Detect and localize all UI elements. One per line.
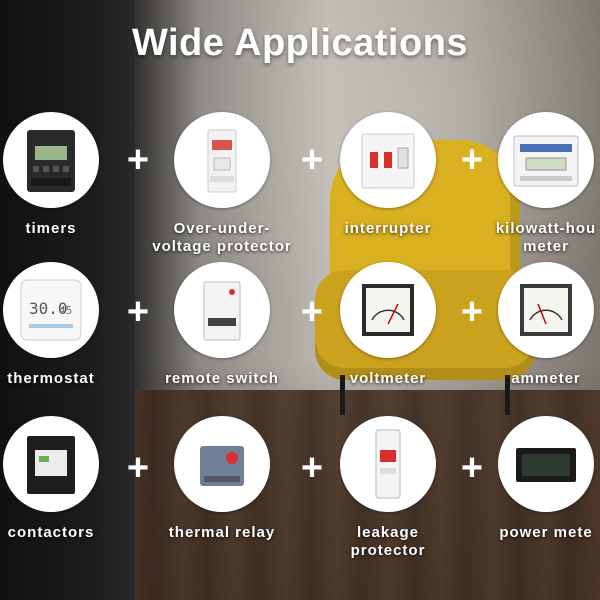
app-item-leakage-protector: leakage protector (313, 416, 463, 560)
contactor-icon (3, 416, 99, 512)
page-title: Wide Applications (131, 22, 469, 64)
chair-leg (340, 375, 345, 415)
app-label: interrupter (344, 220, 432, 237)
app-item-ammeter: ammeter (471, 262, 600, 388)
thermal-relay-icon (174, 416, 270, 512)
voltage-protector-icon (174, 112, 270, 208)
app-label: power mete (499, 524, 593, 541)
plus-icon: + (300, 291, 324, 333)
app-label: timers (25, 220, 77, 237)
app-label: remote switch (165, 370, 279, 387)
app-item-thermostat: 30.0 45 thermostat (0, 262, 126, 388)
app-item-voltage-protector: Over-under- voltage protector (147, 112, 297, 256)
plus-icon: + (126, 291, 150, 333)
plus-icon: + (126, 139, 150, 181)
app-label: ammeter (511, 370, 581, 387)
ammeter-icon (498, 262, 594, 358)
voltmeter-icon (340, 262, 436, 358)
plus-icon: + (126, 447, 150, 489)
app-item-power-meter: power mete (471, 416, 600, 542)
plus-icon: + (300, 139, 324, 181)
app-item-contactors: contactors (0, 416, 126, 542)
app-label: thermostat (7, 370, 95, 387)
app-item-timers: timers (0, 112, 126, 238)
app-label: kilowatt-hou meter (495, 220, 597, 255)
kilowatt-hour-meter-icon (498, 112, 594, 208)
thermostat-icon: 30.0 45 (3, 262, 99, 358)
app-item-voltmeter: voltmeter (313, 262, 463, 388)
app-label: leakage protector (350, 524, 426, 559)
plus-icon: + (460, 291, 484, 333)
power-meter-icon (498, 416, 594, 512)
plus-icon: + (300, 447, 324, 489)
app-label: Over-under- voltage protector (152, 220, 292, 255)
remote-switch-icon (174, 262, 270, 358)
thermostat-display-small: 45 (59, 304, 72, 317)
app-label: thermal relay (168, 524, 276, 541)
app-label: contactors (7, 524, 95, 541)
app-item-interrupter: interrupter (313, 112, 463, 238)
thermostat-display: 30.0 (29, 299, 68, 318)
plus-icon: + (460, 139, 484, 181)
chair-leg (505, 375, 510, 415)
timer-icon (3, 112, 99, 208)
app-item-thermal-relay: thermal relay (147, 416, 297, 542)
app-item-kilowatt-hour-meter: kilowatt-hou meter (471, 112, 600, 256)
app-label: voltmeter (349, 370, 427, 387)
app-item-remote-switch: remote switch (147, 262, 297, 388)
plus-icon: + (460, 447, 484, 489)
interrupter-icon (340, 112, 436, 208)
leakage-protector-icon (340, 416, 436, 512)
